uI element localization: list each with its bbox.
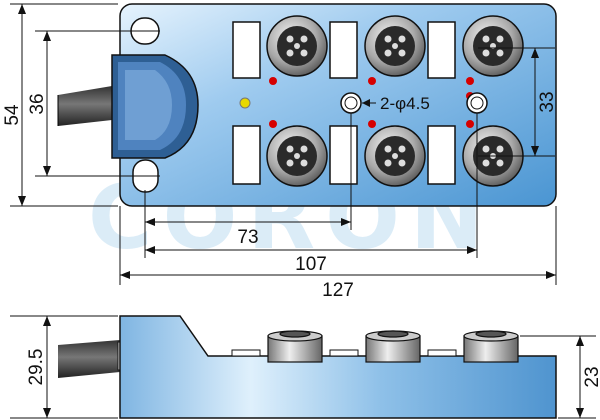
dim-33: 33 xyxy=(537,91,558,112)
box-body-side xyxy=(119,315,557,419)
extension-lines-top xyxy=(10,3,557,285)
side-label-tabs xyxy=(231,349,457,357)
cable-top xyxy=(57,86,112,126)
dim-36: 36 xyxy=(27,93,48,114)
side-connectors xyxy=(267,330,519,363)
label-windows xyxy=(232,21,456,185)
hole-leader-arrow xyxy=(362,99,370,107)
dim-54: 54 xyxy=(2,104,23,126)
dim-29-5: 29.5 xyxy=(26,349,47,386)
dimension-lines xyxy=(18,4,556,279)
dim-23: 23 xyxy=(582,366,600,387)
through-holes xyxy=(340,92,488,114)
dim-107: 107 xyxy=(295,254,327,275)
side-dimension-lines xyxy=(10,315,596,419)
dim-73: 73 xyxy=(237,227,258,248)
status-leds xyxy=(239,77,474,128)
cable-gland xyxy=(111,54,199,159)
hole-note: 2-φ4.5 xyxy=(380,94,430,113)
dim-127: 127 xyxy=(322,280,354,301)
